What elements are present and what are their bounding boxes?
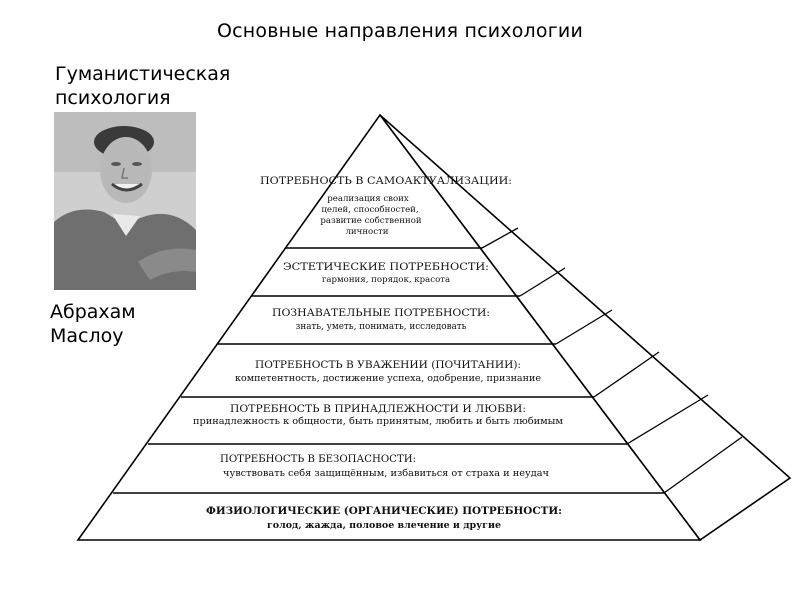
level-6-heading: ПОТРЕБНОСТЬ В БЕЗОПАСНОСТИ: bbox=[220, 453, 416, 465]
pyramid-level-dividers bbox=[113, 247, 664, 494]
level-7-heading: ФИЗИОЛОГИЧЕСКИЕ (ОРГАНИЧЕСКИЕ) ПОТРЕБНОС… bbox=[206, 505, 562, 517]
level-5-detail-1: принадлежность к общности, быть принятым… bbox=[193, 416, 563, 427]
level-1-detail-2: целей, способностей, bbox=[321, 204, 418, 215]
level-1-detail-4: личности bbox=[345, 227, 388, 237]
level-5-heading: ПОТРЕБНОСТЬ В ПРИНАДЛЕЖНОСТИ И ЛЮБВИ: bbox=[230, 403, 526, 415]
pyramid-side-steps bbox=[481, 227, 743, 494]
level-cognitive: ПОЗНАВАТЕЛЬНЫЕ ПОТРЕБНОСТИ: знать, уметь… bbox=[272, 307, 490, 332]
level-safety: ПОТРЕБНОСТЬ В БЕЗОПАСНОСТИ: чувствовать … bbox=[220, 453, 549, 479]
level-self-actualization: ПОТРЕБНОСТЬ В САМОАКТУАЛИЗАЦИИ: реализац… bbox=[260, 175, 512, 237]
level-3-detail-1: знать, уметь, понимать, исследовать bbox=[296, 322, 467, 332]
level-2-heading: ЭСТЕТИЧЕСКИЕ ПОТРЕБНОСТИ: bbox=[283, 261, 489, 273]
school-label-line-2: психология bbox=[55, 87, 171, 109]
level-physiological: ФИЗИОЛОГИЧЕСКИЕ (ОРГАНИЧЕСКИЕ) ПОТРЕБНОС… bbox=[206, 505, 562, 531]
level-2-detail-1: гармония, порядок, красота bbox=[322, 275, 450, 285]
level-1-detail-1: реализация своих bbox=[327, 194, 409, 204]
level-4-detail-1: компетентность, достижение успеха, одобр… bbox=[235, 373, 541, 384]
level-1-heading: ПОТРЕБНОСТЬ В САМОАКТУАЛИЗАЦИИ: bbox=[260, 175, 512, 187]
school-label-line-1: Гуманистическая bbox=[55, 63, 231, 85]
level-esteem: ПОТРЕБНОСТЬ В УВАЖЕНИИ (ПОЧИТАНИИ): комп… bbox=[235, 359, 541, 384]
page-title: Основные направления психологии bbox=[217, 20, 583, 42]
portrait-photo bbox=[54, 112, 196, 290]
level-belonging-love: ПОТРЕБНОСТЬ В ПРИНАДЛЕЖНОСТИ И ЛЮБВИ: пр… bbox=[193, 403, 563, 427]
person-name: Абрахам Маслоу bbox=[50, 300, 190, 348]
level-6-detail-1: чувствовать себя защищённым, избавиться … bbox=[223, 468, 549, 479]
level-aesthetic: ЭСТЕТИЧЕСКИЕ ПОТРЕБНОСТИ: гармония, поря… bbox=[283, 261, 489, 285]
level-4-heading: ПОТРЕБНОСТЬ В УВАЖЕНИИ (ПОЧИТАНИИ): bbox=[255, 359, 521, 371]
person-first-name: Абрахам bbox=[50, 301, 136, 323]
person-last-name: Маслоу bbox=[50, 325, 124, 347]
level-3-heading: ПОЗНАВАТЕЛЬНЫЕ ПОТРЕБНОСТИ: bbox=[272, 307, 490, 319]
level-1-detail-3: развитие собственной bbox=[320, 215, 421, 226]
level-7-detail-1: голод, жажда, половое влечение и другие bbox=[267, 521, 501, 531]
psychology-school-label: Гуманистическая психология bbox=[55, 62, 275, 110]
pyramid-front-face bbox=[76, 113, 702, 541]
